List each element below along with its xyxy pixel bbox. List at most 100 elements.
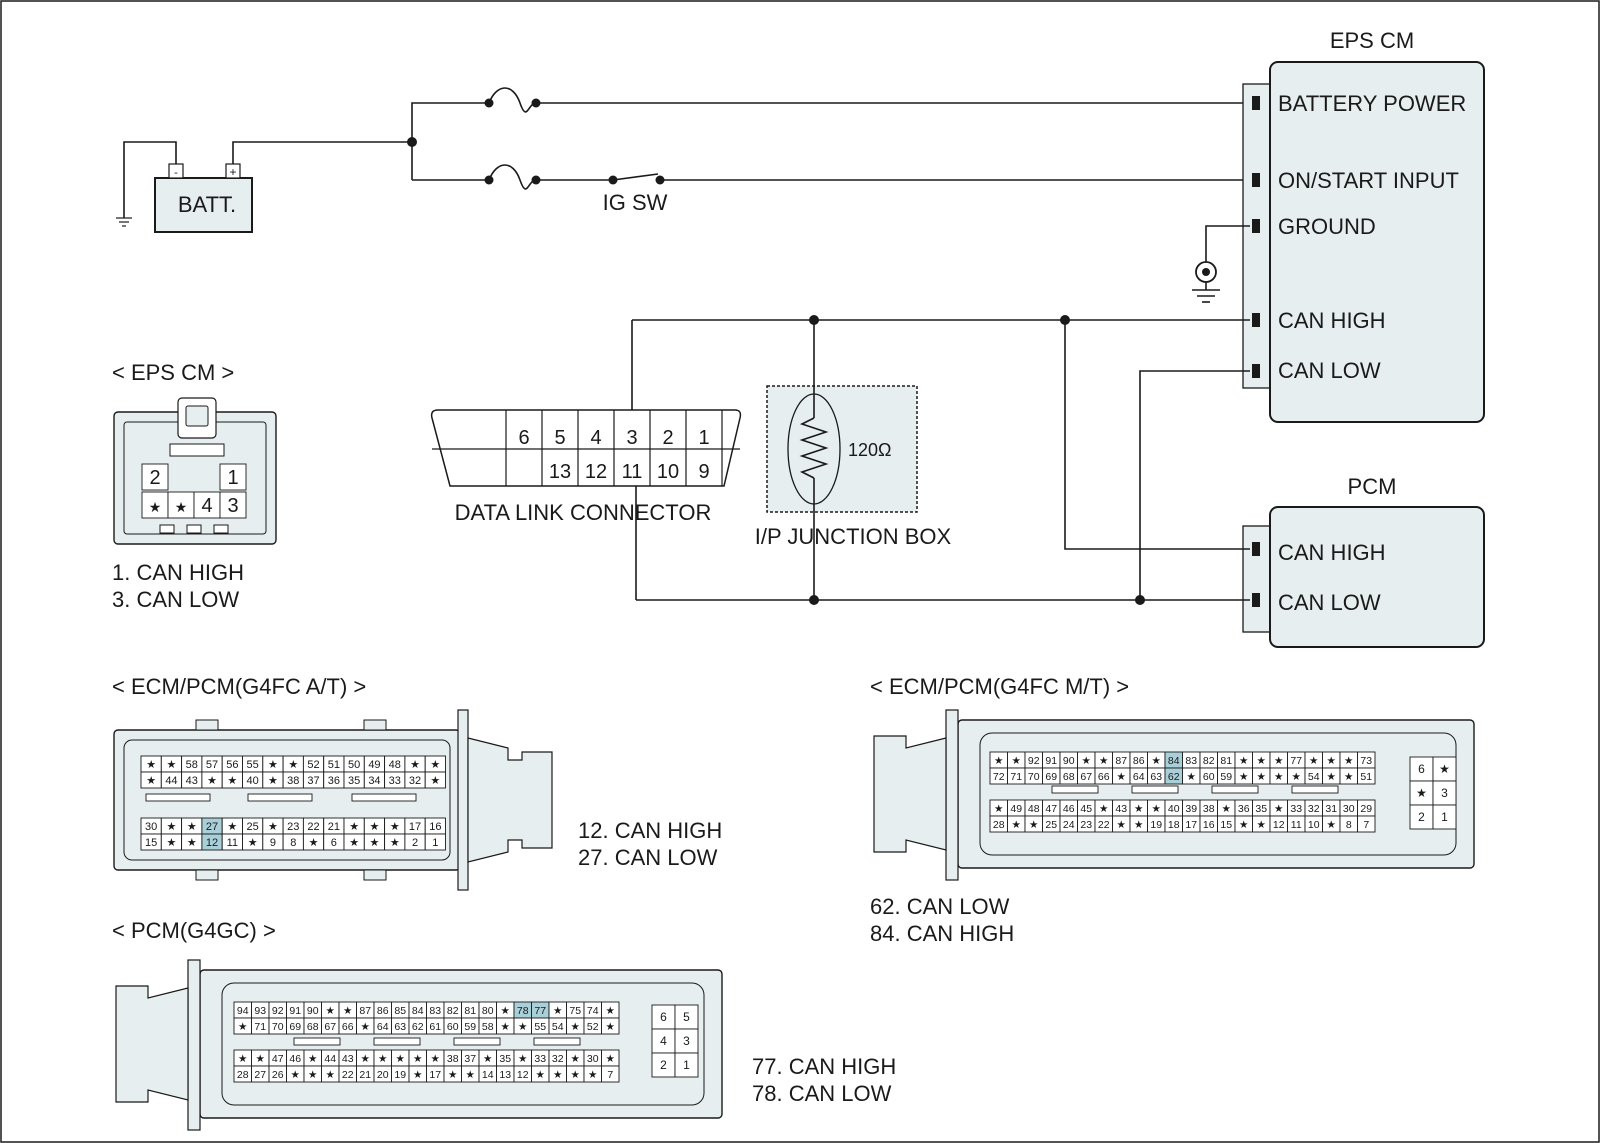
battery-positive-wire: [232, 141, 412, 164]
ecm-at-tab: [195, 869, 219, 881]
dlc-pin-number: 3: [626, 427, 637, 449]
pin-number: 85: [394, 1005, 406, 1017]
pin-number: 43: [1115, 803, 1127, 815]
battery-label: BATT.: [178, 192, 236, 217]
pin-number: ★: [1274, 771, 1284, 783]
pin-number: 81: [1220, 755, 1232, 767]
eps-connector-slot: [213, 524, 229, 534]
pin-number: 32: [409, 775, 421, 787]
dlc-pin-number: 1: [698, 427, 709, 449]
pcm-g4gc-lever: [115, 985, 189, 1103]
ecm-at-inner: [123, 739, 451, 861]
eps-pin-label: CAN LOW: [1278, 358, 1381, 383]
pin-number: ★: [370, 837, 380, 849]
pin-number: ★: [1439, 762, 1450, 776]
ecm-at-keyway: [351, 793, 417, 802]
pin-number: 51: [1360, 771, 1372, 783]
pin-number: 30: [145, 821, 157, 833]
pin-number: 22: [342, 1069, 354, 1081]
dlc-pin-number: 6: [518, 427, 529, 449]
pin-number: 73: [1360, 755, 1372, 767]
pin-number: 18: [1168, 819, 1180, 831]
pin-number: 15: [1220, 819, 1232, 831]
eps-pin-label: CAN HIGH: [1278, 308, 1386, 333]
pin-number: ★: [207, 775, 217, 787]
pin-number: 16: [1203, 819, 1215, 831]
pin-number: ★: [1029, 819, 1039, 831]
pin-number: ★: [390, 837, 400, 849]
pin-number: 71: [254, 1021, 266, 1033]
dlc-pin-number: 9: [698, 461, 709, 483]
pin-cell: [601, 1017, 620, 1035]
pin-number: ★: [1222, 803, 1232, 815]
pin-number: ★: [1239, 771, 1249, 783]
pin-number: 66: [342, 1021, 354, 1033]
pcm-pin-label: CAN LOW: [1278, 590, 1381, 615]
ecm-mt-body: [957, 719, 1475, 869]
pin-number: 16: [429, 821, 441, 833]
junction-box: 120Ω I/P JUNCTION BOX: [755, 385, 952, 549]
dlc-pin-number: 2: [662, 427, 673, 449]
ecm-mt-legend: 62. CAN LOW: [870, 894, 1010, 919]
ecm-at-tab: [363, 869, 387, 881]
dlc-housing: [430, 409, 742, 487]
pin-number: ★: [571, 1069, 581, 1081]
pin-number: 82: [447, 1005, 459, 1017]
pin-number: 67: [1080, 771, 1092, 783]
pin-number: ★: [349, 821, 359, 833]
pin-number: 35: [1255, 803, 1267, 815]
splice-dot: [1135, 595, 1145, 605]
pin-number: 33: [389, 775, 401, 787]
pin-number: 74: [587, 1005, 599, 1017]
pin-number: 19: [1150, 819, 1162, 831]
pin-number: 1: [683, 1058, 690, 1072]
pin-number: 17: [1185, 819, 1197, 831]
pin-number: 91: [1045, 755, 1057, 767]
pcm-g4gc-legend: 78. CAN LOW: [752, 1081, 892, 1106]
pin-number: 2: [149, 467, 160, 489]
pin-number: 83: [429, 1005, 441, 1017]
power-wiring: IG SW: [232, 87, 1250, 215]
pin-number: 58: [186, 759, 198, 771]
pin-cell: [601, 1065, 620, 1083]
eps-connector-slot: [186, 524, 202, 534]
pin-number: ★: [1117, 771, 1127, 783]
pin-number: 62: [1168, 771, 1180, 783]
pin-number: 90: [1063, 755, 1075, 767]
eps-connector-key: [169, 443, 225, 457]
pin-number: ★: [370, 821, 380, 833]
ecm-mt-keyway: [1051, 785, 1099, 794]
pin-number: ★: [430, 775, 440, 787]
ecm-mt-title: < ECM/PCM(G4FC M/T) >: [870, 674, 1129, 699]
pin-number: 32: [552, 1053, 564, 1065]
pin-number: ★: [1257, 755, 1267, 767]
pin-number: 4: [201, 495, 212, 517]
pin-number: ★: [167, 821, 177, 833]
pin-number: 71: [1010, 771, 1022, 783]
dlc-pin-number: 10: [657, 461, 679, 483]
pin-number: ★: [238, 1053, 248, 1065]
ecm-at-keyway: [247, 793, 313, 802]
pin-number: 5: [683, 1010, 690, 1024]
ecm-mt-legend: 84. CAN HIGH: [870, 921, 1014, 946]
pin-number: 82: [1203, 755, 1215, 767]
battery: - + BATT.: [116, 141, 253, 233]
eps-module-title: EPS CM: [1330, 28, 1414, 53]
pin-cell: [193, 491, 221, 519]
ecm-at-legend: 27. CAN LOW: [578, 845, 718, 870]
dlc-pin-number: 13: [549, 461, 571, 483]
pin-number: 12: [206, 837, 218, 849]
pcm-g4gc-flange: [187, 959, 201, 1131]
pin-number: ★: [518, 1021, 528, 1033]
eps-connector-title: < EPS CM >: [112, 360, 234, 385]
pin-number: ★: [1274, 755, 1284, 767]
pin-number: 32: [1308, 803, 1320, 815]
pin-number: ★: [536, 1069, 546, 1081]
pin-number: ★: [571, 1053, 581, 1065]
pin-number: ★: [1134, 819, 1144, 831]
